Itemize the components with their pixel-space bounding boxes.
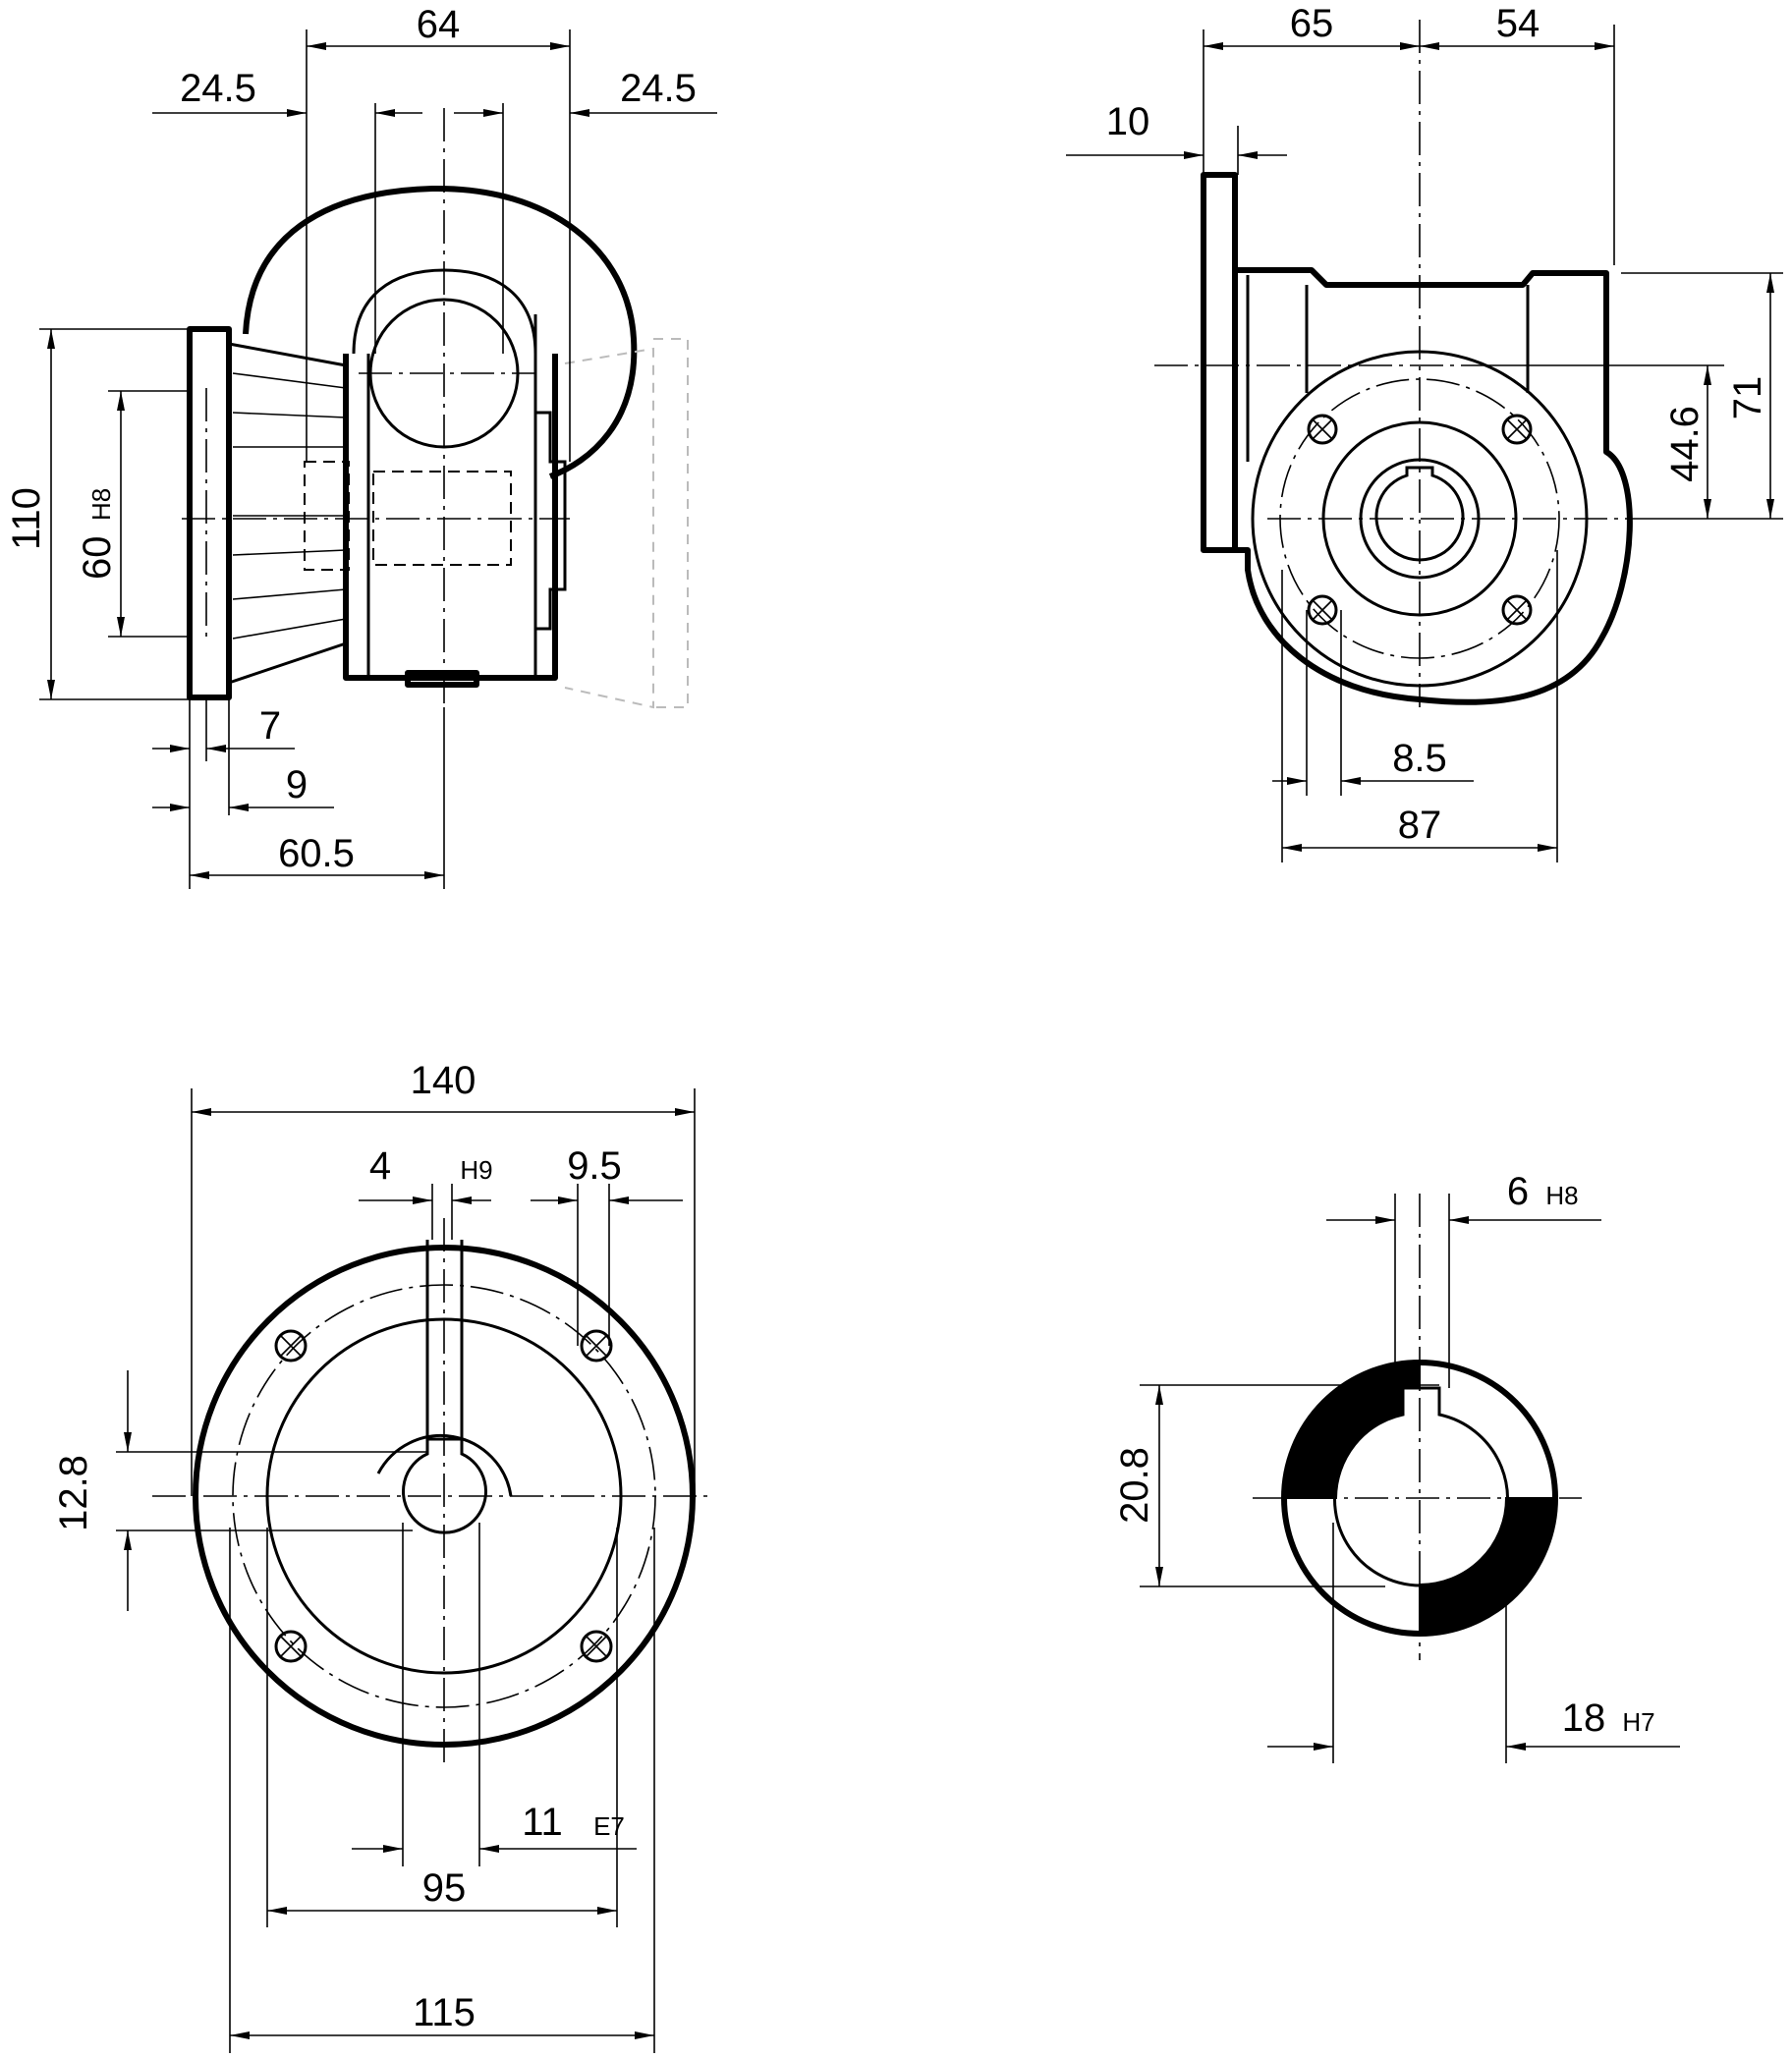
flange-keyed-bore (402, 1437, 487, 1534)
flange-dim-115: 115 (229, 1528, 655, 2053)
flange-dim-12-8: 12.8 (52, 1370, 427, 1611)
front-bolt-holes (1307, 414, 1533, 626)
dim-label-4: 4 (369, 1144, 391, 1188)
dim-label-18: 18 (1562, 1696, 1606, 1740)
front-flange-plate (1201, 172, 1238, 553)
dim-label-9-5: 9.5 (567, 1144, 622, 1188)
side-neck-ribs (232, 372, 347, 640)
side-flange-plate (187, 326, 232, 700)
dim-label-8-5: 8.5 (1392, 737, 1447, 780)
dim-label-64: 64 (417, 3, 461, 46)
dim-label-24-5-right: 24.5 (620, 67, 697, 110)
side-view: 64 24.5 24.5 110 60 H8 (5, 3, 717, 889)
side-body-inner (366, 314, 537, 678)
dim-tol-h9: H9 (460, 1155, 492, 1185)
dim-label-7: 7 (259, 704, 281, 748)
dim-label-54: 54 (1496, 2, 1540, 45)
side-right-step (535, 411, 567, 631)
side-body (343, 354, 558, 681)
flange-hub-arc (376, 1433, 513, 1497)
side-dim-60-h8: 60 H8 (76, 390, 190, 638)
dim-label-9: 9 (286, 763, 308, 807)
front-dim-44-6-71: 44.6 71 (1493, 272, 1783, 520)
flange-dim-140: 140 (191, 1059, 696, 1496)
dim-label-87: 87 (1398, 804, 1442, 847)
flange-bolt-holes (274, 1329, 613, 1663)
dim-label-110: 110 (5, 487, 48, 550)
dim-label-60: 60 (76, 536, 119, 581)
dim-label-6: 6 (1507, 1170, 1529, 1213)
dim-label-44-6: 44.6 (1663, 406, 1707, 482)
side-dim-110: 110 (5, 328, 190, 700)
dim-label-115: 115 (413, 1991, 476, 2034)
side-dim-bottom: 7 9 60.5 (152, 697, 445, 889)
side-hidden-spigot (304, 461, 350, 571)
dim-label-20-8: 20.8 (1113, 1447, 1156, 1524)
side-base-foot (405, 670, 479, 688)
side-dim-24-5: 24.5 24.5 (152, 67, 717, 354)
front-dim-10: 10 (1066, 100, 1287, 175)
hub-section-fill-lower (1419, 1497, 1554, 1633)
dim-label-10: 10 (1106, 100, 1150, 143)
front-dim-65-54: 65 54 (1203, 2, 1615, 265)
side-neck-outline (228, 342, 347, 685)
flange-dim-9-5: 9.5 (531, 1144, 683, 1346)
side-ghost-motor (564, 338, 689, 709)
flange-key-slot (425, 1240, 464, 1439)
dim-label-11: 11 (522, 1801, 563, 1844)
front-body-inner (1246, 275, 1530, 462)
front-dim-8-5-87: 8.5 87 (1272, 550, 1558, 862)
dim-label-95: 95 (422, 1866, 467, 1910)
side-hidden-bore (372, 471, 512, 566)
dim-label-12-8: 12.8 (52, 1455, 95, 1531)
hub-dim-20-8: 20.8 (1113, 1384, 1439, 1587)
dim-label-60-5: 60.5 (278, 832, 355, 875)
dim-tol-h7: H7 (1622, 1707, 1654, 1737)
dim-tol-h8: H8 (86, 488, 116, 521)
side-dim-64: 64 (306, 3, 571, 462)
hub-keyed-bore (1333, 1386, 1509, 1587)
front-view: 65 54 10 44.6 71 8.5 (1066, 2, 1783, 862)
flange-dim-95: 95 (266, 1528, 618, 1927)
dim-label-24-5-left: 24.5 (180, 67, 256, 110)
dim-tol-h8-hub: H8 (1545, 1181, 1578, 1210)
front-keyed-bore (1374, 466, 1465, 562)
flange-dim-4-h9: 4 H9 (359, 1144, 493, 1240)
dim-label-65: 65 (1290, 2, 1334, 45)
flange-dim-11-e7: 11 E7 (352, 1523, 637, 1866)
hub-section-view: 6 H8 20.8 18 H7 (1113, 1170, 1680, 1763)
side-housing-arc (243, 185, 638, 479)
hub-dim-6-h8: 6 H8 (1326, 1170, 1601, 1388)
front-body-outline (1235, 267, 1633, 705)
dim-label-140: 140 (411, 1059, 476, 1102)
flange-view: 140 4 H9 9.5 12.8 (52, 1059, 712, 2053)
dim-tol-e7: E7 (593, 1811, 625, 1841)
hub-dim-18-h7: 18 H7 (1267, 1523, 1680, 1763)
dim-label-71: 71 (1726, 376, 1769, 420)
